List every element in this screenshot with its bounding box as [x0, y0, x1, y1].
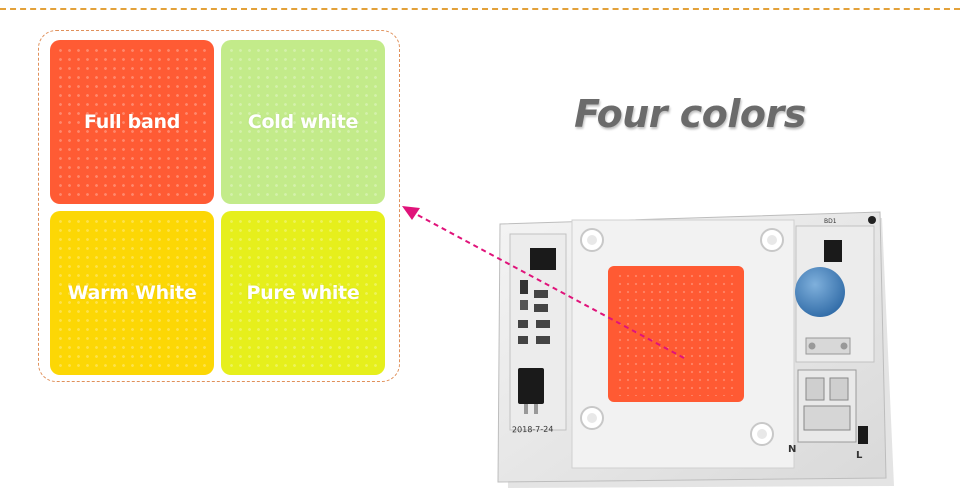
swatch-group-frame	[38, 30, 400, 382]
swatch-pure-white: Pure white	[221, 211, 385, 375]
swatch-label: Cold white	[247, 111, 359, 133]
board-component-code: BD1	[824, 218, 837, 225]
terminal-label-n: N	[788, 444, 797, 455]
top-dashed-divider	[0, 8, 960, 10]
swatch-cold-white: Cold white	[221, 40, 385, 204]
swatch-label: Full band	[83, 111, 181, 133]
led-board-image	[497, 211, 894, 488]
swatch-label: Pure white	[246, 282, 360, 304]
headline: Four colors	[574, 92, 806, 136]
swatch-label: Warm White	[67, 282, 197, 304]
swatch-full-band: Full band	[50, 40, 214, 204]
swatch-warm-white: Warm White	[50, 211, 214, 375]
terminal-label-l: L	[856, 450, 863, 461]
